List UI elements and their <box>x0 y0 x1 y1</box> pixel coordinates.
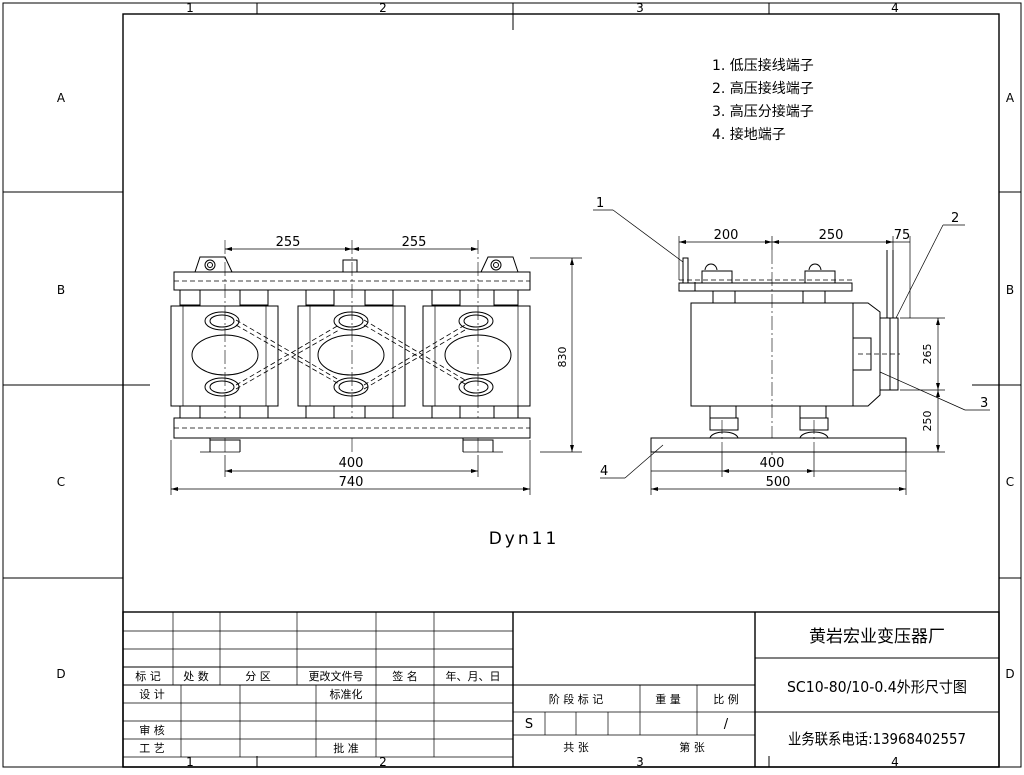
col-label-1-bottom: 1 <box>186 755 194 769</box>
dim-250-side: 250 <box>921 411 934 432</box>
side-view-dimensions: 200 250 75 265 250 400 500 <box>650 228 945 495</box>
dim-75: 75 <box>894 228 911 243</box>
zone-labels: 1 2 3 4 1 2 3 4 A B C D A B C D <box>56 1 1015 769</box>
col-label-4-bottom: 4 <box>891 755 899 769</box>
rev-header-docno: 更改文件号 <box>309 669 364 683</box>
label-review: 审 核 <box>139 723 165 737</box>
col-label-2: 2 <box>379 1 387 15</box>
callout-1: 1 <box>596 196 604 211</box>
label-approve: 批 准 <box>333 741 359 755</box>
label-stage-mark: 阶 段 标 记 <box>549 692 604 706</box>
callout-4: 4 <box>600 464 608 479</box>
rev-header-sign: 签 名 <box>392 669 418 683</box>
label-scale: 比 例 <box>713 692 739 706</box>
col-label-2-bottom: 2 <box>379 755 387 769</box>
dim-740: 740 <box>339 475 364 490</box>
dim-400-front: 400 <box>339 456 364 471</box>
dim-200: 200 <box>714 228 739 243</box>
row-label-a: A <box>57 91 66 105</box>
label-total-sheets: 共 张 <box>563 741 589 754</box>
dim-255-right: 255 <box>402 235 427 250</box>
dim-255-left: 255 <box>276 235 301 250</box>
rev-header-date: 年、月、日 <box>446 669 501 683</box>
col-label-3-bottom: 3 <box>636 755 644 769</box>
dim-830: 830 <box>556 347 569 368</box>
front-view <box>170 240 531 455</box>
rev-header-zone: 分 区 <box>245 670 271 683</box>
col-label-1: 1 <box>186 1 194 15</box>
row-label-b-right: B <box>1006 283 1014 297</box>
label-standardize: 标准化 <box>330 687 363 701</box>
connection-group-label: Dyn11 <box>489 529 560 549</box>
title-block: 标 记 处 数 分 区 更改文件号 签 名 年、月、日 设 计 标准化 审 核 … <box>122 611 1000 768</box>
note-4: 4. 接地端子 <box>712 126 786 143</box>
row-label-d: D <box>56 667 65 681</box>
label-process: 工 艺 <box>139 742 165 755</box>
label-weight: 重 量 <box>655 692 681 706</box>
drawing-title: SC10-80/10-0.4外形尺寸图 <box>787 678 967 696</box>
front-view-dimensions: 255 255 830 400 740 <box>170 235 582 495</box>
notes-list: 1. 低压接线端子 2. 高压接线端子 3. 高压分接端子 4. 接地端子 <box>712 57 814 143</box>
row-label-b: B <box>57 283 65 297</box>
dim-500: 500 <box>766 475 791 490</box>
rev-header-mark: 标 记 <box>135 669 161 683</box>
dim-400-side: 400 <box>760 456 785 471</box>
row-label-c-right: C <box>1006 475 1014 489</box>
col-label-4: 4 <box>891 1 899 15</box>
contact-phone: 业务联系电话:13968402557 <box>788 730 966 748</box>
side-view <box>650 250 907 455</box>
callouts: 1 2 3 4 <box>593 196 990 479</box>
dim-265: 265 <box>921 344 934 365</box>
note-3: 3. 高压分接端子 <box>712 103 814 120</box>
rev-header-count: 处 数 <box>183 670 209 683</box>
row-label-a-right: A <box>1006 91 1015 105</box>
note-1: 1. 低压接线端子 <box>712 57 814 74</box>
dim-250-top: 250 <box>819 228 844 243</box>
label-design: 设 计 <box>139 688 165 701</box>
label-sheet-no: 第 张 <box>679 740 705 754</box>
value-stage: S <box>525 717 533 732</box>
col-label-3: 3 <box>636 1 644 15</box>
callout-3: 3 <box>980 396 988 411</box>
note-2: 2. 高压接线端子 <box>712 80 814 97</box>
callout-2: 2 <box>951 211 959 226</box>
company-name: 黄岩宏业变压器厂 <box>809 627 945 647</box>
row-label-c: C <box>57 475 65 489</box>
row-label-d-right: D <box>1005 667 1014 681</box>
value-scale: / <box>724 717 729 732</box>
